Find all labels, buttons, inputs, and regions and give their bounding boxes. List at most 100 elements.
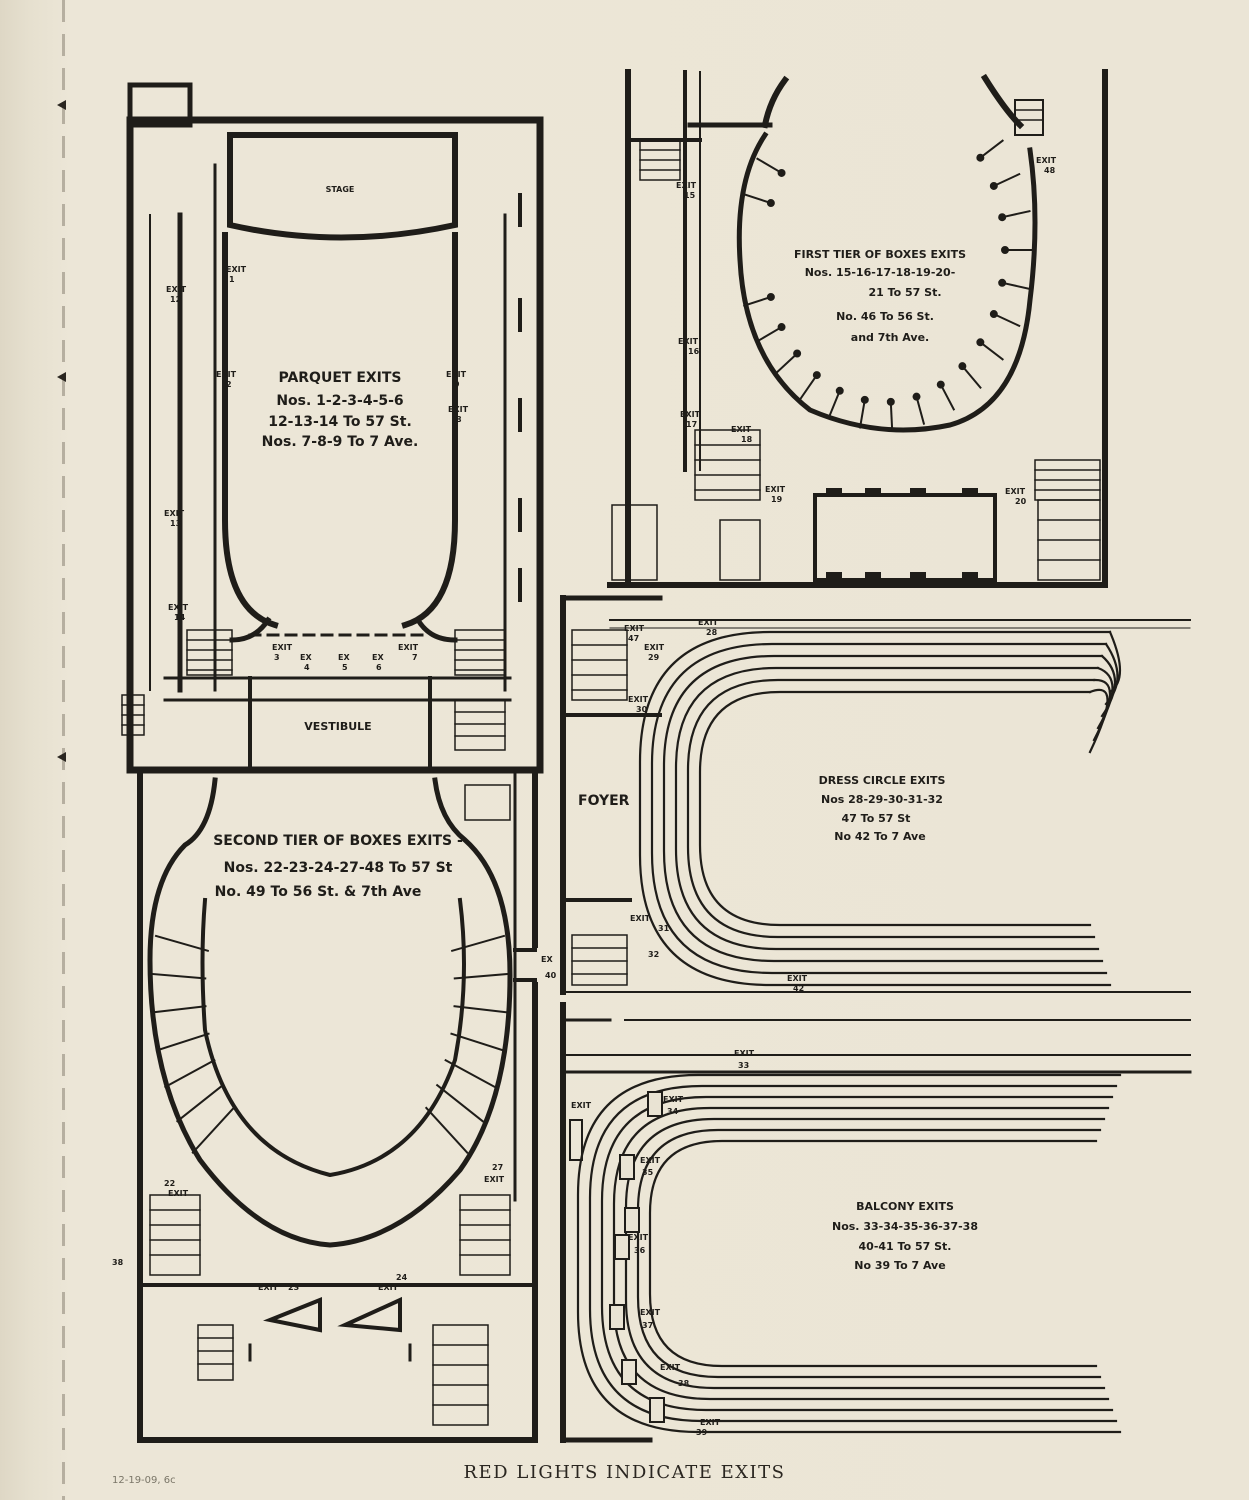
balcony-exit-box <box>647 1091 663 1117</box>
svg-text:14: 14 <box>174 613 186 622</box>
stage-label: STAGE <box>326 185 355 194</box>
seat-row-tick <box>775 352 799 374</box>
binding-hole-marker <box>57 752 66 762</box>
balcony-line: No 39 To 7 Ave <box>854 1259 945 1272</box>
parquet-line: Nos. 7-8-9 To 7 Ave. <box>262 434 419 450</box>
exit-marker: EXIT <box>571 1101 592 1110</box>
svg-text:32: 32 <box>648 950 659 959</box>
svg-text:42: 42 <box>793 984 804 993</box>
seat-row-tick <box>799 373 819 400</box>
second-tier-heading: SECOND TIER OF BOXES EXITS - <box>213 833 463 849</box>
svg-text:EXIT: EXIT <box>168 1189 189 1198</box>
svg-text:39: 39 <box>696 1428 708 1437</box>
box-door-dot <box>976 338 985 347</box>
svg-text:EXIT: EXIT <box>765 485 786 494</box>
svg-text:22: 22 <box>164 1179 175 1188</box>
svg-text:47: 47 <box>628 634 639 643</box>
box-door-dot <box>998 278 1007 287</box>
parquet-line: Nos. 1-2-3-4-5-6 <box>276 393 403 409</box>
seat-row-tick <box>978 139 1004 160</box>
svg-text:EXIT: EXIT <box>272 643 293 652</box>
exit-marker: EX6 <box>372 653 384 672</box>
box-door-dot <box>860 395 869 404</box>
second-tier-line: No. 49 To 56 St. & 7th Ave <box>215 884 422 900</box>
svg-text:EXIT: EXIT <box>640 1156 661 1165</box>
box-door-dot <box>793 349 802 358</box>
seat-row-tick <box>191 1106 236 1154</box>
first-tier-labels: FIRST TIER OF BOXES EXITS Nos. 15-16-17-… <box>794 248 966 344</box>
svg-text:EXIT: EXIT <box>258 1283 279 1292</box>
svg-text:EXIT: EXIT <box>660 1363 681 1372</box>
svg-text:29: 29 <box>648 653 660 662</box>
svg-text:EXIT: EXIT <box>226 265 247 274</box>
svg-text:18: 18 <box>741 435 753 444</box>
svg-text:EXIT: EXIT <box>571 1101 592 1110</box>
svg-text:EXIT: EXIT <box>640 1308 661 1317</box>
parquet-plan <box>121 82 544 774</box>
balcony-seat-row <box>612 1106 1110 1401</box>
parquet-line: 12-13-14 To 57 St. <box>268 414 412 430</box>
svg-text:2: 2 <box>226 380 232 389</box>
dress-circle-seat-row <box>698 690 1092 927</box>
balcony-line: Nos. 33-34-35-36-37-38 <box>832 1220 978 1233</box>
dress-circle-seat-row <box>650 642 1108 975</box>
balcony-labels: BALCONY EXITS Nos. 33-34-35-36-37-38 40-… <box>832 1200 978 1272</box>
svg-text:EX: EX <box>300 653 312 662</box>
svg-text:EX: EX <box>338 653 350 662</box>
seat-row-tick <box>742 193 773 205</box>
seat-row-tick <box>992 312 1021 328</box>
svg-text:EXIT: EXIT <box>698 618 719 627</box>
dress-circle-line: 47 To 57 St <box>842 812 911 825</box>
svg-text:EXIT: EXIT <box>164 509 185 518</box>
seat-row-tick <box>163 1058 216 1089</box>
balcony-exit-box <box>609 1304 625 1330</box>
first-tier-heading: FIRST TIER OF BOXES EXITS <box>794 248 966 261</box>
exit-marker: EXIT 33 <box>734 1049 755 1070</box>
svg-text:20: 20 <box>1015 497 1027 506</box>
balcony-plan <box>560 1002 1192 1443</box>
seat-row-tick <box>827 389 842 419</box>
box-door-dot <box>812 371 821 380</box>
svg-text:EXIT: EXIT <box>731 425 752 434</box>
dress-circle-line: Nos 28-29-30-31-32 <box>821 793 943 806</box>
svg-text:EXIT: EXIT <box>734 1049 755 1058</box>
dress-circle-labels: FOYER DRESS CIRCLE EXITS Nos 28-29-30-31… <box>578 774 946 843</box>
exit-marker: EX5 <box>338 653 350 672</box>
first-tier-line: No. 46 To 56 St. <box>836 310 934 323</box>
svg-text:EXIT: EXIT <box>448 405 469 414</box>
seat-row-tick <box>151 1005 207 1014</box>
svg-text:24: 24 <box>396 1273 408 1282</box>
seat-row-tick <box>450 1032 505 1052</box>
seat-row-tick <box>1000 209 1031 219</box>
svg-text:34: 34 <box>667 1107 679 1116</box>
exit-marker: 38 <box>112 1258 124 1267</box>
svg-text:16: 16 <box>688 347 700 356</box>
seat-row-tick <box>889 400 894 431</box>
balcony-line: 40-41 To 57 St. <box>859 1240 952 1253</box>
svg-text:37: 37 <box>642 1321 653 1330</box>
box-door-dot <box>766 292 775 301</box>
dress-circle-seat-row <box>638 630 1112 987</box>
seat-row-tick <box>915 395 926 425</box>
svg-text:EXIT: EXIT <box>663 1095 684 1104</box>
svg-text:33: 33 <box>738 1061 749 1070</box>
second-tier-labels: SECOND TIER OF BOXES EXITS - Nos. 22-23-… <box>213 833 463 900</box>
svg-text:EXIT: EXIT <box>398 643 419 652</box>
binding-hole-marker <box>57 372 66 382</box>
